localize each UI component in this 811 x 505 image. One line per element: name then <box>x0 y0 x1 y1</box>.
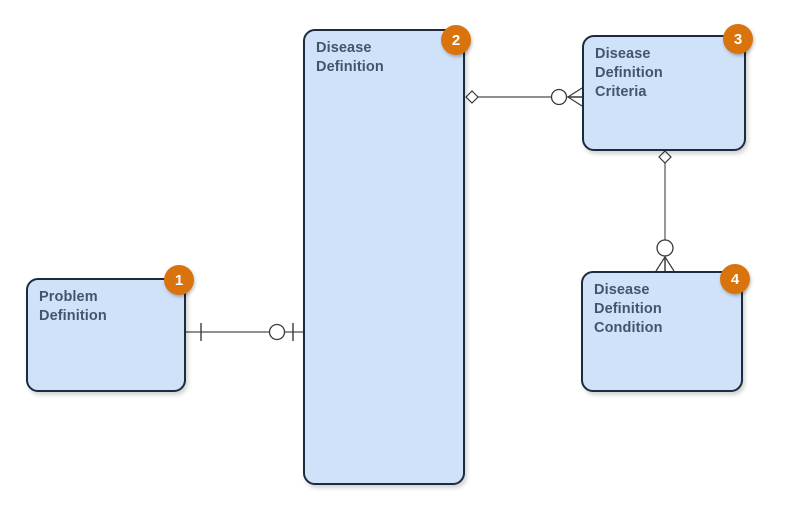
connector-criteria-to-condition[interactable] <box>655 150 675 272</box>
connector-disease-to-criteria[interactable] <box>465 87 583 107</box>
entity-badge-4[interactable]: 4 <box>720 264 750 294</box>
badge-number: 2 <box>451 31 461 49</box>
entity-label: Disease Definition Criteria <box>595 46 663 101</box>
entity-label: Problem Definition <box>39 289 107 325</box>
entity-disease-definition-criteria[interactable]: Disease Definition Criteria <box>582 35 746 151</box>
entity-label: Disease Definition Condition <box>594 282 663 337</box>
connector-problem-to-disease[interactable] <box>186 323 303 341</box>
marker-aggregation-diamond <box>465 90 479 104</box>
marker-aggregation-diamond <box>658 150 672 164</box>
entity-badge-1[interactable]: 1 <box>164 265 194 295</box>
entity-problem-definition[interactable]: Problem Definition <box>26 278 186 392</box>
badge-number: 3 <box>733 30 743 48</box>
marker-zero-circle <box>550 88 568 106</box>
marker-zero-circle <box>268 323 286 341</box>
entity-disease-definition-condition[interactable]: Disease Definition Condition <box>581 271 743 392</box>
entity-badge-3[interactable]: 3 <box>723 24 753 54</box>
entity-label: Disease Definition <box>316 40 384 76</box>
marker-zero-circle <box>656 239 674 257</box>
entity-badge-2[interactable]: 2 <box>441 25 471 55</box>
badge-number: 1 <box>174 271 184 289</box>
marker-crows-foot <box>655 256 675 272</box>
badge-number: 4 <box>730 270 740 288</box>
entity-disease-definition[interactable]: Disease Definition <box>303 29 465 485</box>
marker-crows-foot <box>567 87 583 107</box>
